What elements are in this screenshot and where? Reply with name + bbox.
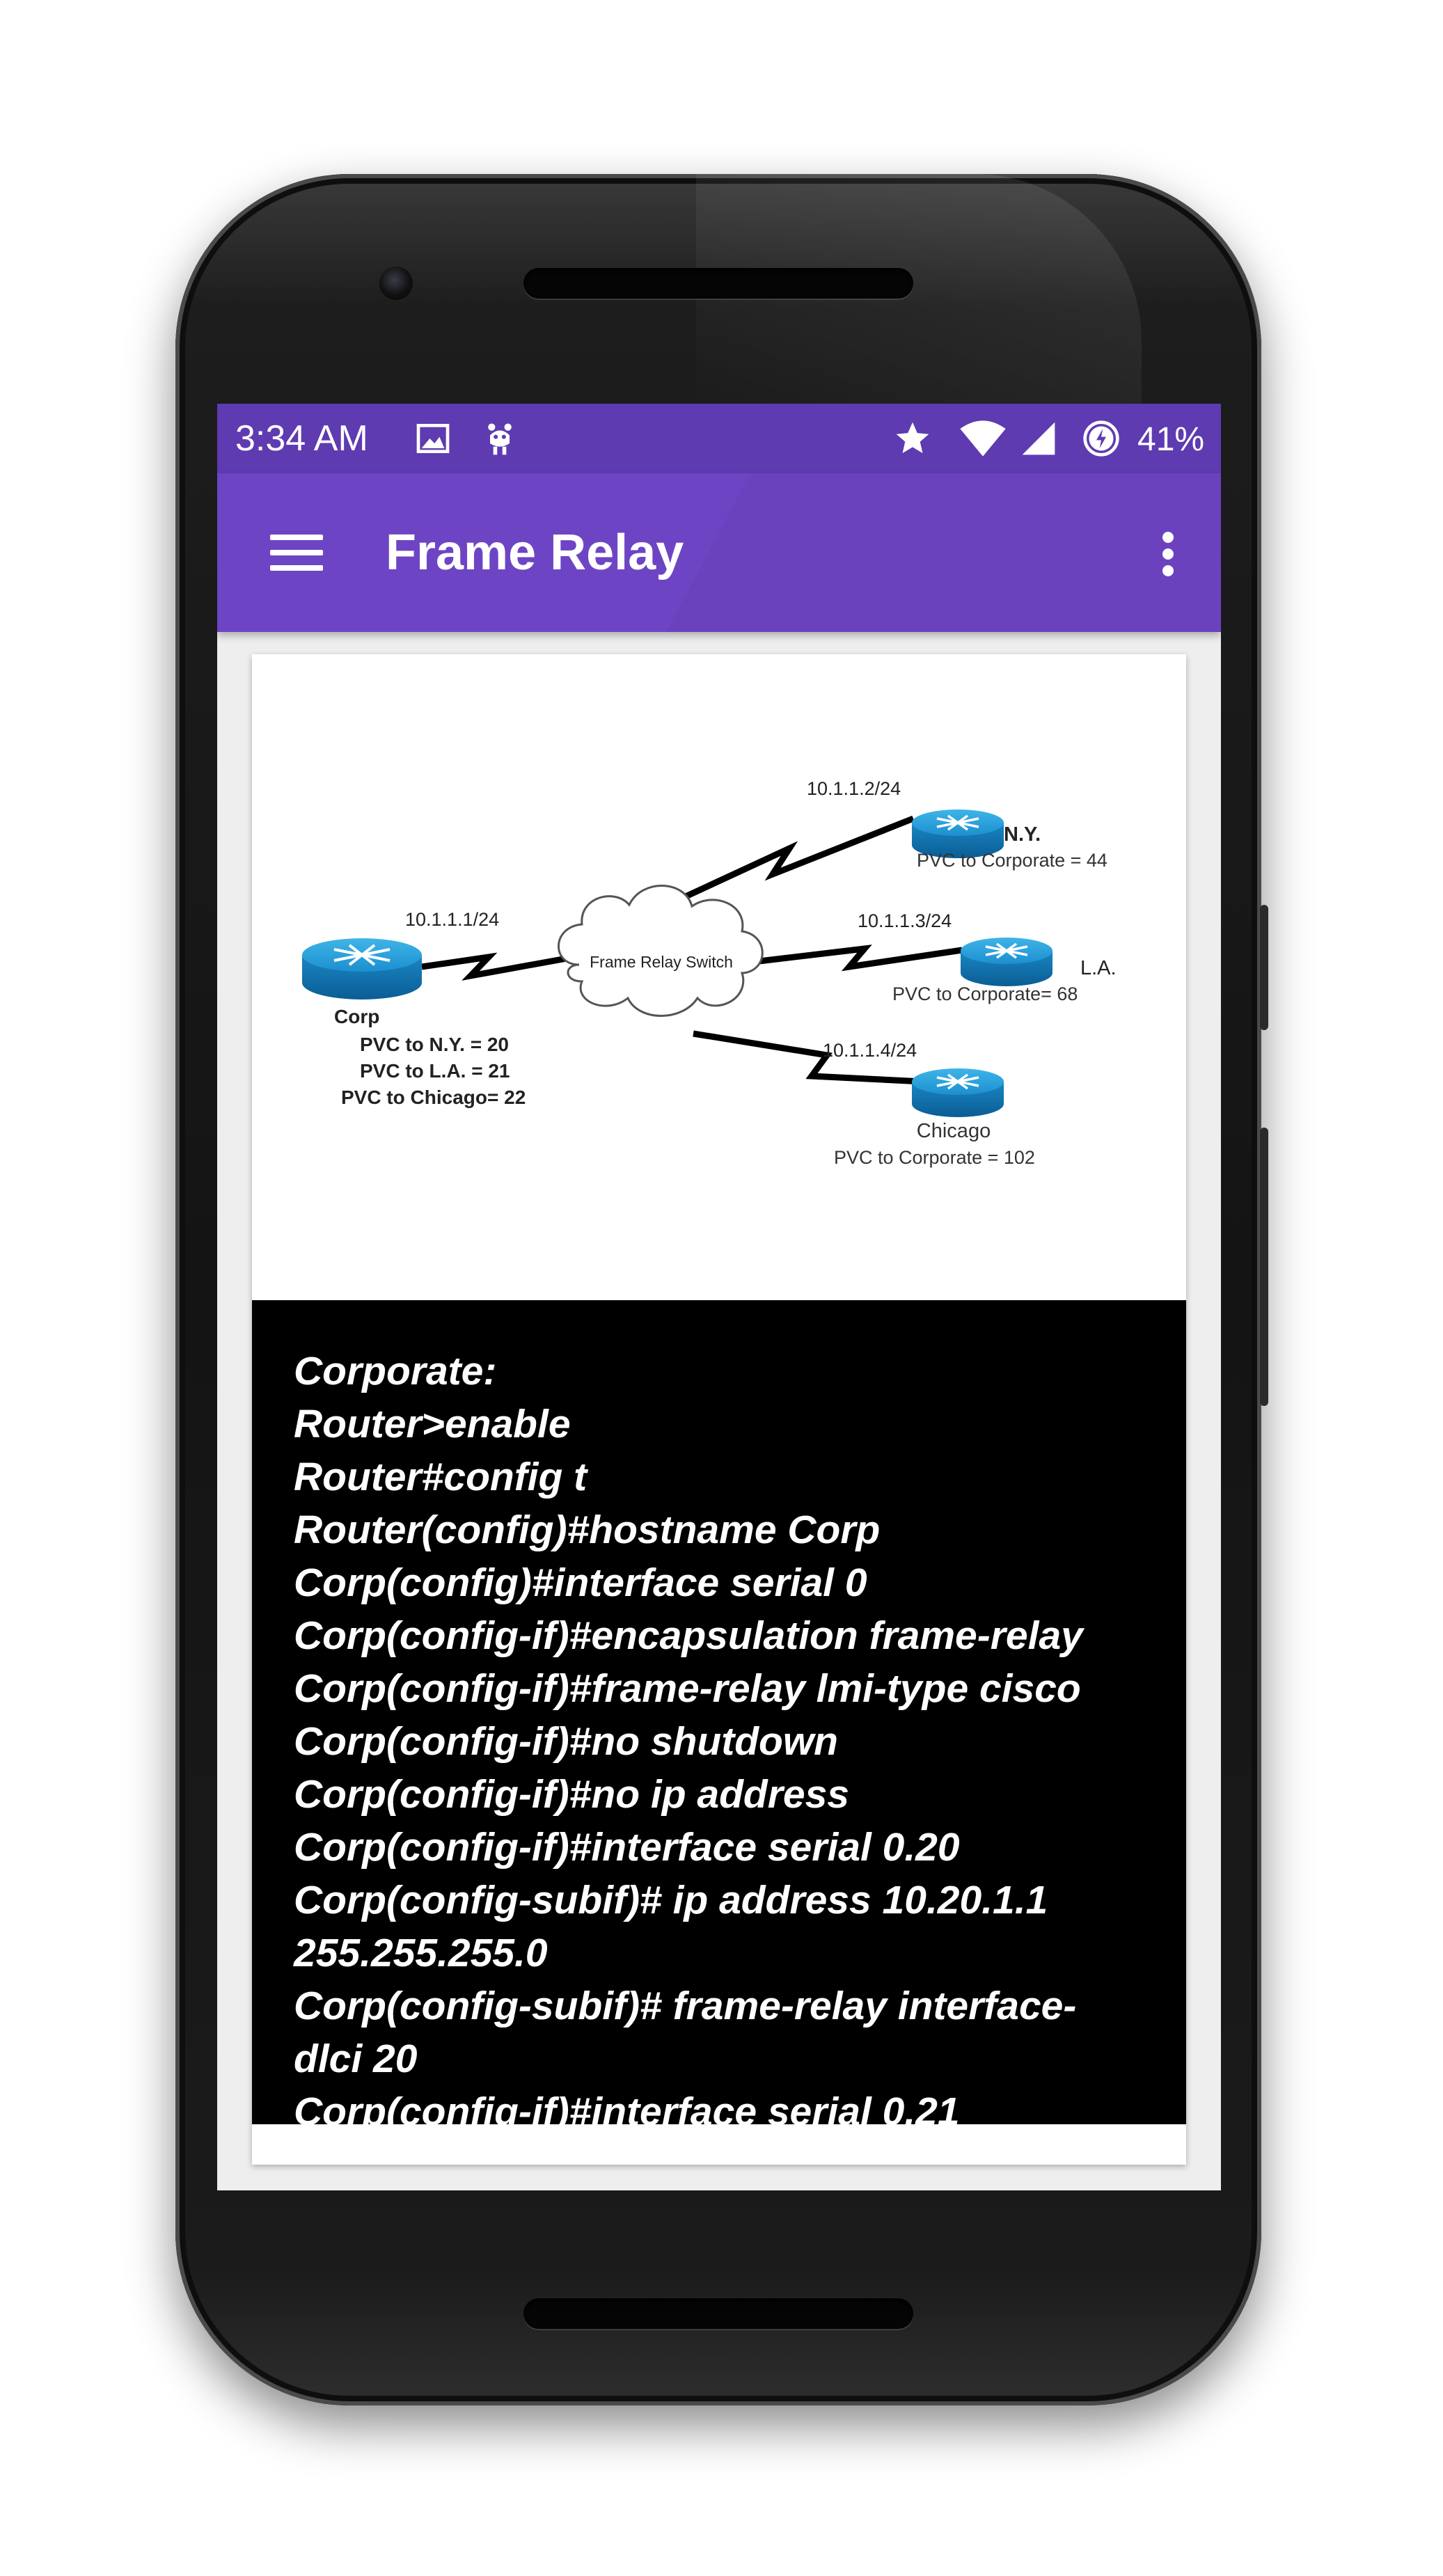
- ny-pvc-label: PVC to Corporate = 44: [917, 850, 1107, 871]
- bottom-speaker: [523, 2298, 913, 2329]
- corp-pvc-chicago: PVC to Chicago= 22: [341, 1086, 526, 1108]
- chicago-pvc-label: PVC to Corporate = 102: [834, 1147, 1035, 1168]
- top-speaker: [523, 268, 913, 299]
- code-line: Corp(config-if)#interface serial 0.21: [294, 2089, 960, 2124]
- code-line: Corp(config-if)#frame-relay lmi-type cis…: [294, 1666, 1081, 1711]
- config-code-block: Corporate: Router>enable Router#config t…: [252, 1300, 1186, 2124]
- ny-ip-label: 10.1.1.2/24: [807, 778, 901, 799]
- corp-pvc-la: PVC to L.A. = 21: [360, 1060, 510, 1082]
- ny-link: [684, 815, 915, 900]
- code-line: dlci 20: [294, 2037, 418, 2081]
- content-card: Frame Relay Switch 10.1.1.1/24 Corp PVC …: [252, 654, 1186, 2165]
- image-icon: [416, 424, 450, 453]
- chicago-label: Chicago: [917, 1120, 991, 1142]
- chicago-ip-label: 10.1.1.4/24: [823, 1040, 917, 1061]
- code-line: Corp(config-if)#encapsulation frame-rela…: [294, 1613, 1083, 1658]
- battery-saver-icon: [1083, 420, 1119, 457]
- code-line: Corp(config-subif)# frame-relay interfac…: [294, 1984, 1077, 2028]
- android-debug-icon: [488, 423, 512, 455]
- frame-relay-switch: Frame Relay Switch: [558, 885, 764, 1017]
- front-camera: [379, 267, 413, 300]
- page-title: Frame Relay: [386, 525, 684, 580]
- code-line: Corp(config-subif)# ip address 10.20.1.1: [294, 1878, 1048, 1922]
- la-ip-label: 10.1.1.3/24: [858, 910, 952, 931]
- battery-percent: 41%: [1137, 421, 1205, 458]
- status-bar: 3:34 AM 41%: [217, 404, 1221, 473]
- wifi-icon: [960, 420, 1006, 457]
- frame-relay-diagram: Frame Relay Switch 10.1.1.1/24 Corp PVC …: [302, 778, 1117, 1168]
- code-line: Router#config t: [294, 1455, 588, 1499]
- code-line: Router(config)#hostname Corp: [294, 1508, 881, 1552]
- app-bar: Frame Relay: [217, 473, 1221, 632]
- corp-link: [421, 952, 567, 981]
- corp-label: Corp: [334, 1006, 379, 1027]
- code-line: Corp(config-if)#interface serial 0.20: [294, 1825, 960, 1870]
- code-line: Corporate:: [294, 1349, 497, 1393]
- volume-button: [1260, 1128, 1268, 1406]
- corp-router-icon: [302, 938, 422, 999]
- ny-label: N.Y.: [1004, 823, 1041, 846]
- code-line: Corp(config-if)#no ip address: [294, 1772, 849, 1817]
- corp-ip-label: 10.1.1.1/24: [405, 909, 499, 930]
- la-pvc-label: PVC to Corporate= 68: [892, 983, 1078, 1004]
- code-line: Router>enable: [294, 1402, 571, 1446]
- signal-icon: [1022, 422, 1055, 455]
- chicago-router-icon: [912, 1068, 1004, 1117]
- la-router-icon: [961, 938, 1052, 986]
- power-button: [1260, 905, 1268, 1030]
- corp-pvc-ny: PVC to N.Y. = 20: [360, 1034, 509, 1055]
- ny-router-icon: [912, 809, 1004, 858]
- la-label: L.A.: [1080, 957, 1117, 979]
- la-link: [752, 945, 963, 972]
- hamburger-menu-icon[interactable]: [262, 518, 331, 587]
- chicago-link: [693, 1030, 924, 1085]
- status-time: 3:34 AM: [235, 418, 368, 459]
- code-line: Corp(config)#interface serial 0: [294, 1560, 867, 1605]
- screen: 3:34 AM 41%: [217, 404, 1221, 2190]
- code-line: Corp(config-if)#no shutdown: [294, 1719, 838, 1764]
- switch-label: Frame Relay Switch: [590, 953, 733, 971]
- star-icon: [896, 422, 929, 453]
- code-line: 255.255.255.0: [294, 1931, 548, 1975]
- more-vert-icon[interactable]: [1139, 518, 1194, 587]
